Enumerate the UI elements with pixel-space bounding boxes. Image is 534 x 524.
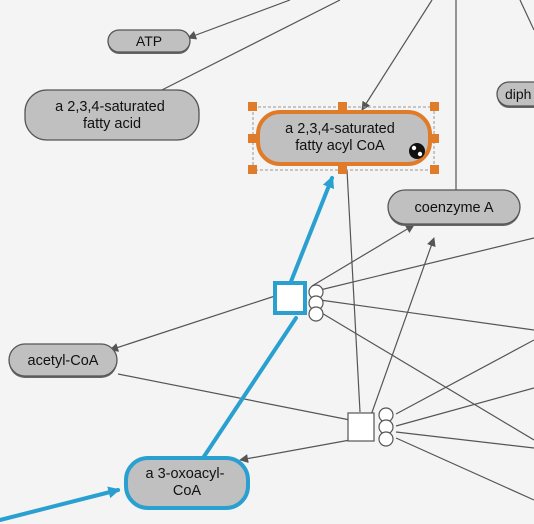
lower-reaction[interactable] (347, 407, 394, 447)
highlight-edge-incoming[interactable] (0, 486, 121, 522)
highlighted-path (0, 175, 335, 522)
node-acetyl-coa-label: acetyl-CoA (28, 353, 99, 369)
edge-acetyl-coa-to-lower-reaction[interactable] (117, 373, 351, 421)
resize-handle-sw[interactable] (248, 165, 257, 174)
upper-reaction[interactable] (273, 281, 324, 322)
edge-top-to-fatty-acid[interactable] (149, 0, 341, 97)
edge-acyl-coa-to-lower-reaction[interactable] (346, 169, 361, 413)
node-acetyl-coa[interactable]: acetyl-CoA (8, 343, 118, 378)
edge-top-to-atp[interactable] (187, 0, 291, 40)
upper-reaction-port-3 (308, 306, 324, 322)
resize-handle-ne[interactable] (430, 102, 439, 111)
resize-handle-e[interactable] (430, 134, 439, 143)
lower-reaction-square[interactable] (347, 412, 375, 442)
highlight-edge-reaction-to-acyl-coa[interactable] (288, 175, 335, 286)
edge-lower-reaction-to-coenzyme-a[interactable] (369, 237, 436, 419)
node-fatty-acyl-coa-label: a 2,3,4-saturated fatty acyl CoA (285, 121, 399, 154)
edge-top-to-acyl-coa[interactable] (361, 0, 433, 111)
node-oxoacyl-coa-label: a 3-oxoacyl- CoA (145, 466, 228, 499)
resize-handle-s[interactable] (338, 165, 347, 174)
edge-upper-reaction-to-acetyl-coa[interactable] (109, 295, 276, 352)
node-oxoacyl-coa[interactable]: a 3-oxoacyl- CoA (124, 456, 250, 510)
edges (109, 0, 534, 501)
node-atp[interactable]: ATP (107, 29, 191, 54)
resize-handles[interactable] (248, 102, 439, 174)
upper-reaction-square[interactable] (273, 281, 307, 315)
lower-reaction-port-3 (378, 431, 394, 447)
edge-upper-reaction-right-1[interactable] (319, 237, 534, 291)
edge-lower-reaction-to-oxoacyl-coa[interactable] (239, 439, 351, 463)
edge-lower-reaction-right-2[interactable] (395, 387, 534, 427)
resize-handle-nw[interactable] (248, 102, 257, 111)
node-fatty-acyl-coa[interactable]: a 2,3,4-saturated fatty acyl CoA (248, 102, 439, 174)
node-diph-label: diph (505, 86, 531, 102)
resize-handle-n[interactable] (338, 102, 347, 111)
edge-upper-reaction-right-3[interactable] (319, 311, 534, 441)
resize-handle-w[interactable] (248, 134, 257, 143)
node-fatty-acid[interactable]: a 2,3,4-saturated fatty acid (24, 89, 200, 141)
resize-handle-se[interactable] (430, 165, 439, 174)
node-atp-label: ATP (136, 33, 162, 49)
node-fatty-acid-label: a 2,3,4-saturated fatty acid (55, 99, 169, 132)
expand-collapse-icon[interactable] (409, 143, 425, 159)
node-diph[interactable]: diph (496, 81, 534, 108)
edge-upper-reaction-to-coenzyme-a[interactable] (311, 224, 415, 287)
node-coenzyme-a[interactable]: coenzyme A (387, 189, 521, 226)
highlight-edge-oxoacyl-to-reaction[interactable] (201, 316, 298, 460)
node-coenzyme-a-label: coenzyme A (415, 200, 494, 216)
edge-top-to-diph[interactable] (519, 0, 534, 31)
edge-lower-reaction-right-3[interactable] (395, 437, 534, 501)
edge-lower-reaction-right-4[interactable] (395, 431, 534, 449)
edge-lower-reaction-right-1[interactable] (395, 339, 534, 415)
edge-upper-reaction-right-2[interactable] (319, 299, 534, 331)
